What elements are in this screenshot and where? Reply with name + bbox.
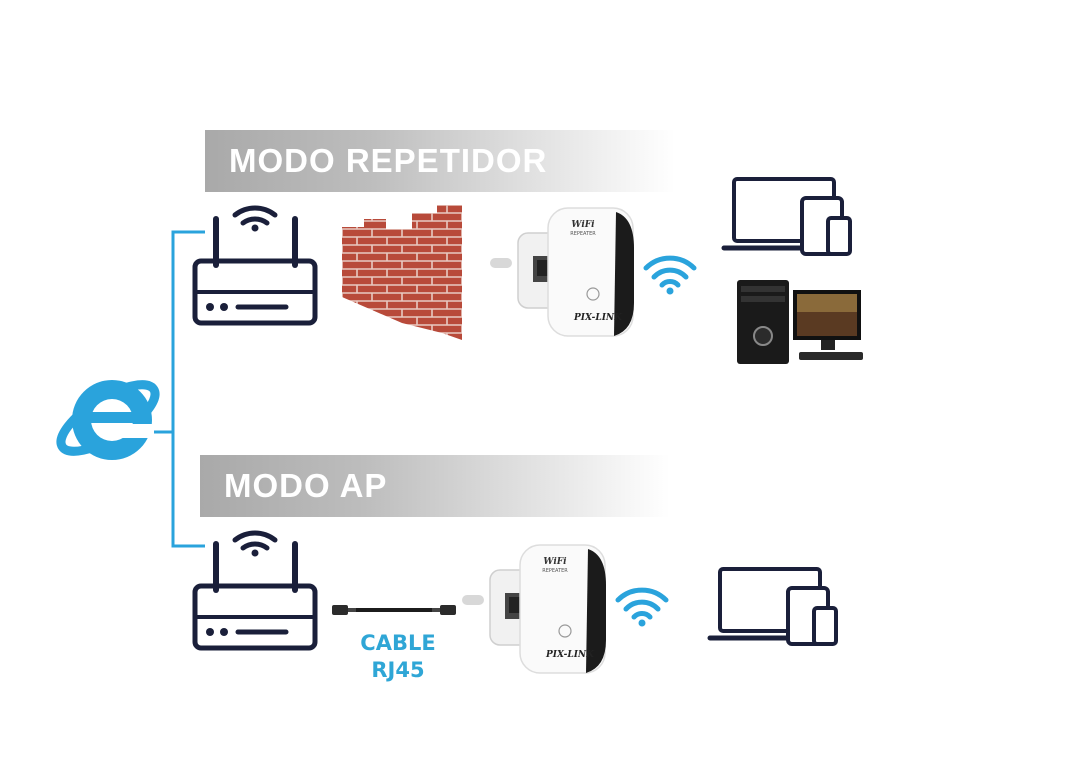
repeater-brand: PIX-LINK	[545, 650, 595, 660]
wifi-badge: WiFi	[543, 557, 567, 567]
banner-repeater-mode: MODO REPETIDOR	[205, 130, 675, 192]
wifi-icon	[615, 587, 669, 627]
internet-explorer-icon	[56, 380, 160, 460]
repeater-brand: PIX-LINK	[573, 313, 623, 323]
section-title-repeater: MODO REPETIDOR	[229, 142, 548, 179]
phone-icon	[826, 216, 852, 256]
wifi-icon	[232, 530, 278, 551]
wifi-icon	[643, 255, 697, 295]
desktop-computer-icon	[737, 280, 863, 364]
rj45-cable-icon	[332, 605, 456, 615]
wifi-icon	[232, 205, 278, 226]
brick-wall-icon	[342, 205, 462, 340]
wifi-badge: WiFi	[571, 220, 595, 230]
cable-label-line2: RJ45	[371, 658, 425, 682]
repeater-badge-sub: REPEATER	[542, 568, 568, 574]
cable-label-line1: CABLE	[360, 631, 436, 655]
section-title-ap: MODO AP	[224, 467, 388, 504]
wifi-repeater-device: WiFi REPEATER PIX-LINK	[462, 544, 606, 674]
router-icon	[192, 205, 318, 326]
wifi-repeater-device: WiFi REPEATER PIX-LINK	[490, 207, 634, 337]
router-icon	[192, 530, 318, 651]
banner-ap-mode: MODO AP	[200, 455, 670, 517]
devices-group-top	[721, 177, 852, 256]
cable-label: CABLE RJ45	[338, 630, 458, 684]
devices-group-bottom	[707, 567, 838, 646]
phone-icon	[812, 606, 838, 646]
repeater-badge-sub: REPEATER	[570, 231, 596, 237]
